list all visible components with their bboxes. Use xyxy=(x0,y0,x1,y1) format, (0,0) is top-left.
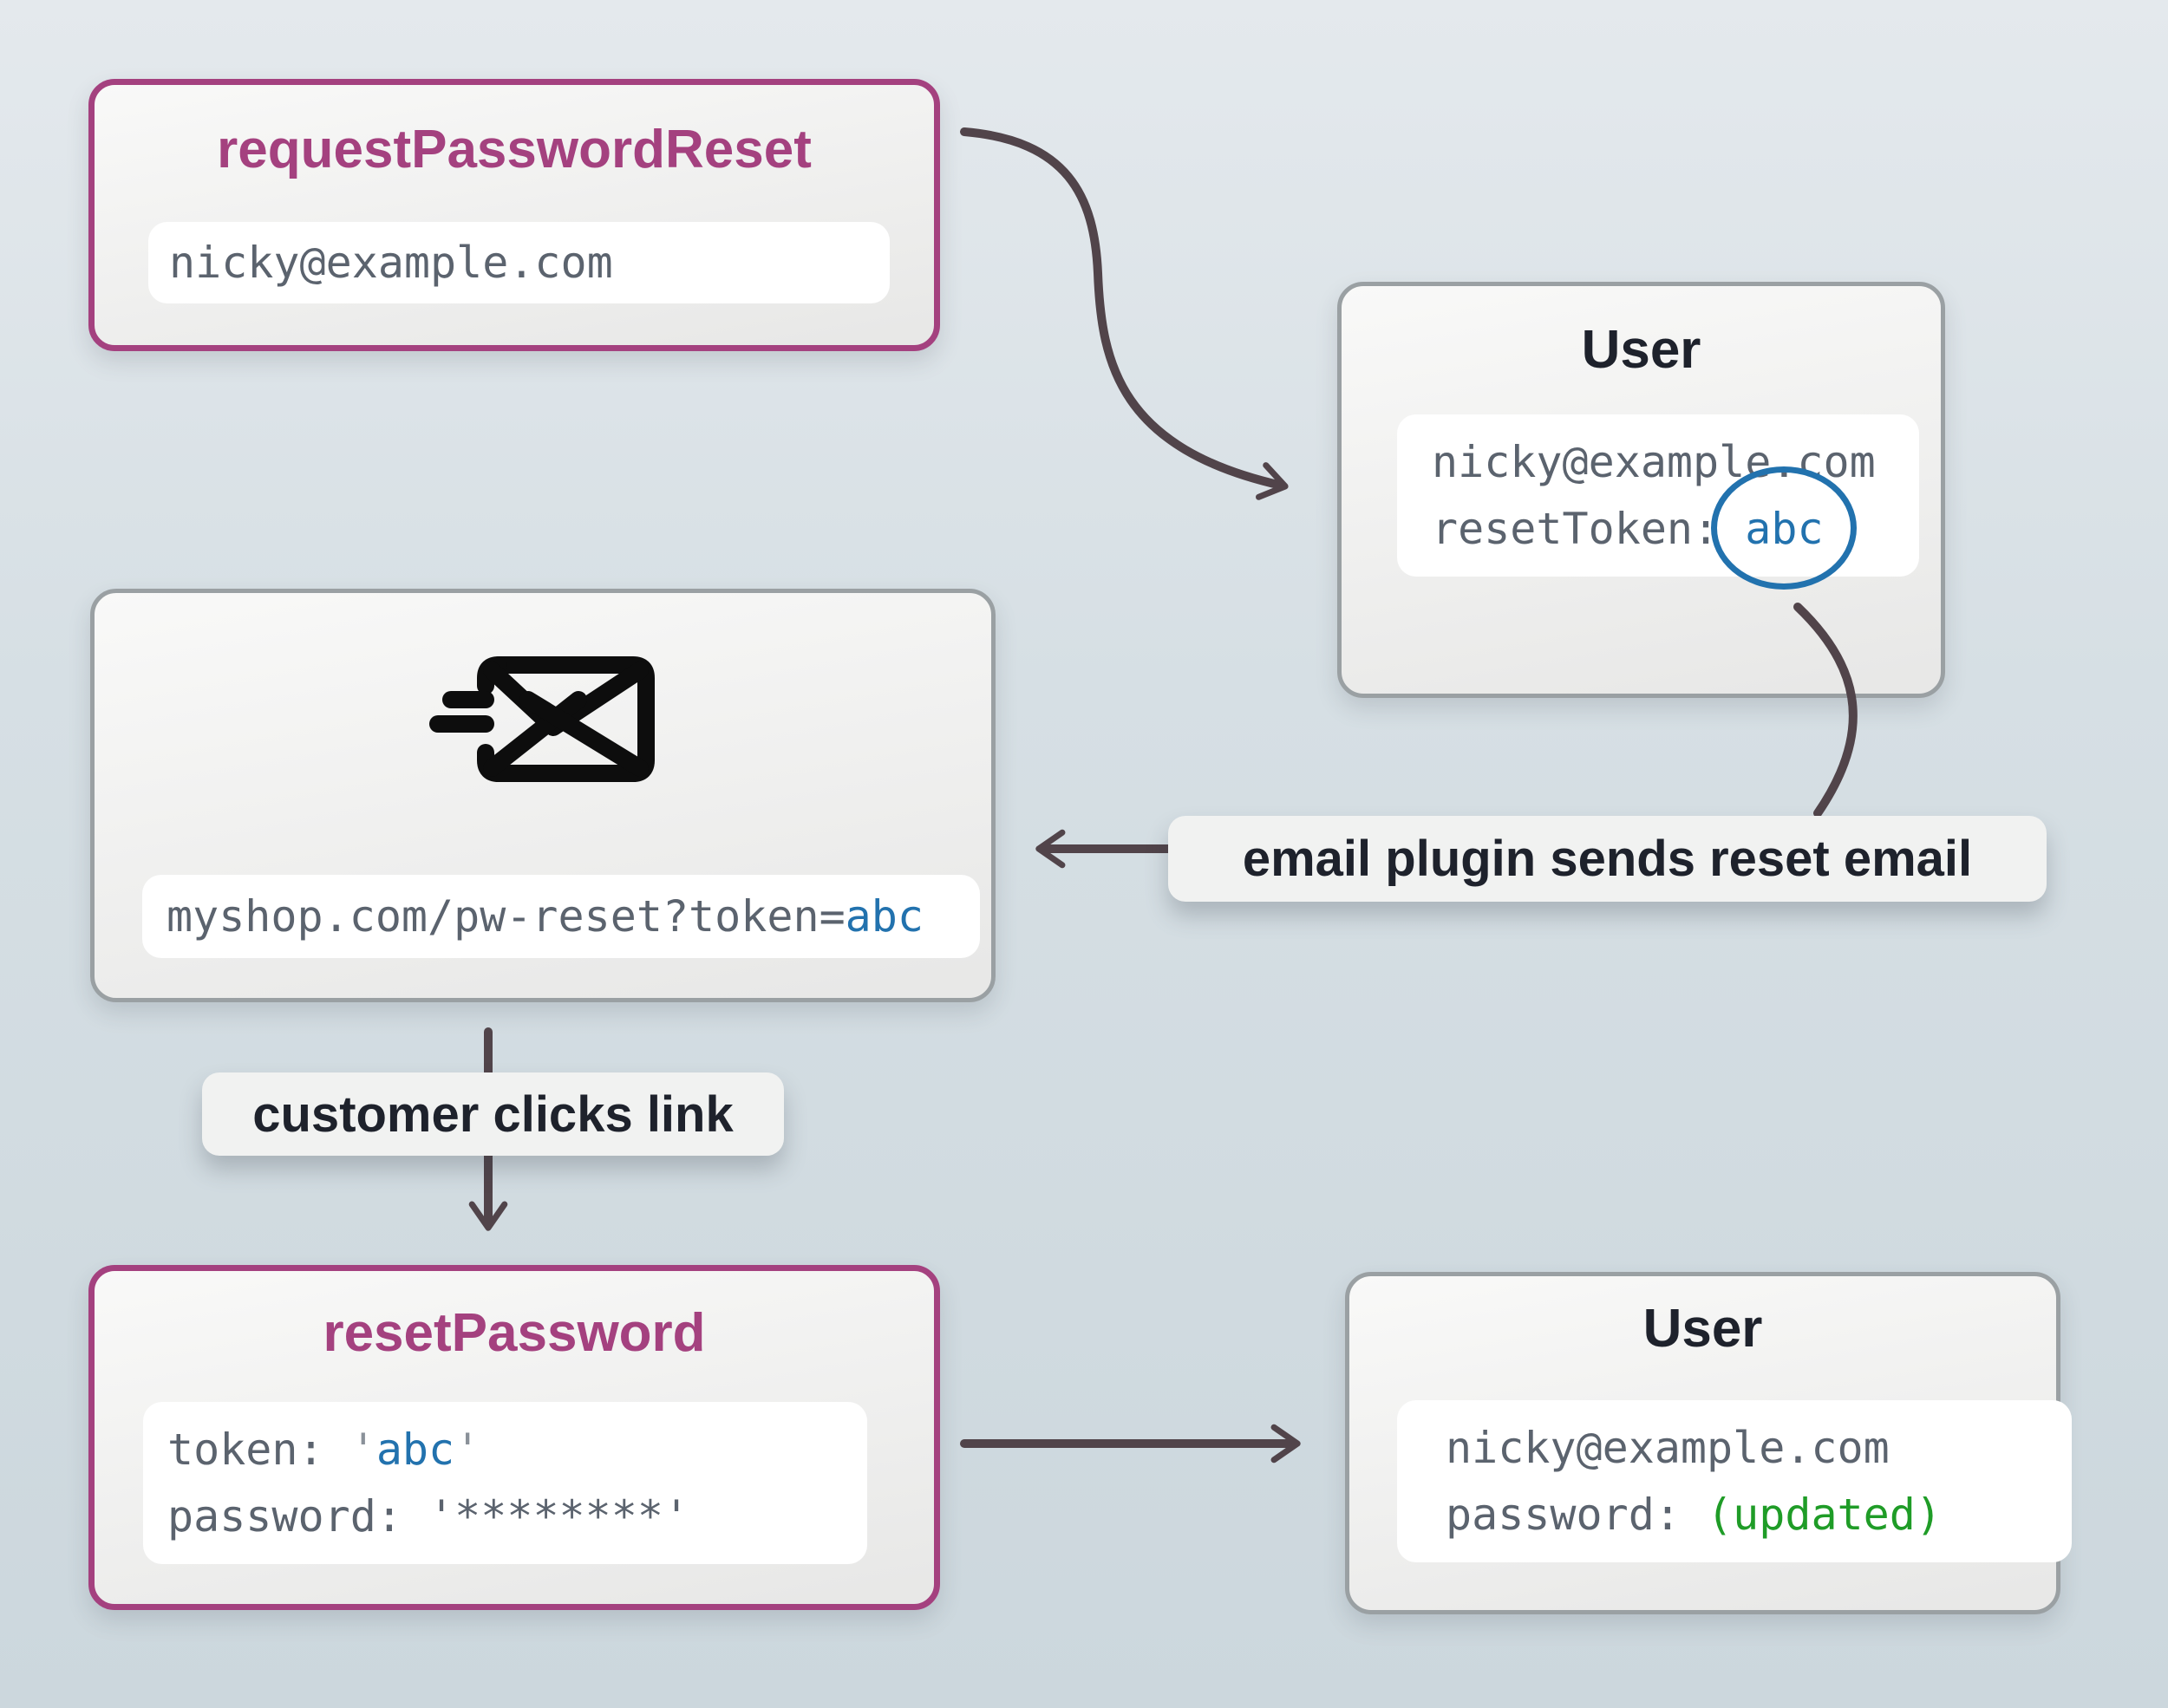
user-record-panel: nicky@example.com password: (updated) xyxy=(1397,1400,2072,1562)
password-label: password: xyxy=(1446,1489,1708,1540)
user-record-panel: nicky@example.com resetToken: abc xyxy=(1397,414,1919,577)
url-token-value: abc xyxy=(845,890,924,942)
node-title: requestPasswordReset xyxy=(217,120,812,179)
user-email: nicky@example.com xyxy=(1446,1422,1890,1473)
reset-password-node: resetPassword token: 'abc' password: '**… xyxy=(88,1265,940,1610)
node-title: resetPassword xyxy=(323,1303,706,1363)
request-password-reset-node: requestPasswordReset nicky@example.com xyxy=(88,79,940,351)
open-quote: ' xyxy=(349,1424,376,1475)
email-input: nicky@example.com xyxy=(148,222,890,303)
token-highlight-circle xyxy=(1711,466,1857,590)
password-label: password: xyxy=(167,1490,429,1542)
reset-link-panel: myshop.com/pw-reset?token=abc xyxy=(142,875,980,958)
user-record-node-bottom: User nicky@example.com password: (update… xyxy=(1345,1272,2072,1614)
node-title: User xyxy=(1581,320,1701,380)
reset-password-panel: token: 'abc' password: '********' xyxy=(143,1402,867,1564)
token-value: abc xyxy=(375,1424,455,1475)
token-label: token: xyxy=(167,1424,350,1475)
password-value: '********' xyxy=(428,1490,690,1542)
user-record-node-top: User nicky@example.com resetToken: abc xyxy=(1337,282,1945,698)
mail-send-icon xyxy=(429,656,655,782)
reset-email-node: myshop.com/pw-reset?token=abc xyxy=(90,589,996,1002)
reset-token-label: resetToken: xyxy=(1432,503,1746,554)
url-prefix: myshop.com/pw-reset?token= xyxy=(167,890,846,942)
user-email: nicky@example.com xyxy=(1432,436,1876,487)
close-quote: ' xyxy=(454,1424,481,1475)
arrow-request-to-user xyxy=(960,127,1289,500)
password-updated-value: (updated) xyxy=(1707,1489,1942,1540)
reset-link-url: myshop.com/pw-reset?token=abc xyxy=(167,883,980,950)
token-line: token: 'abc' xyxy=(167,1417,867,1483)
label-email-plugin: email plugin sends reset email xyxy=(1168,816,2047,902)
password-line: password: '********' xyxy=(167,1483,867,1550)
password-line: password: (updated) xyxy=(1446,1482,2072,1548)
node-title: User xyxy=(1642,1299,1763,1359)
email-value: nicky@example.com xyxy=(169,237,613,288)
label-customer-clicks: customer clicks link xyxy=(202,1072,784,1156)
